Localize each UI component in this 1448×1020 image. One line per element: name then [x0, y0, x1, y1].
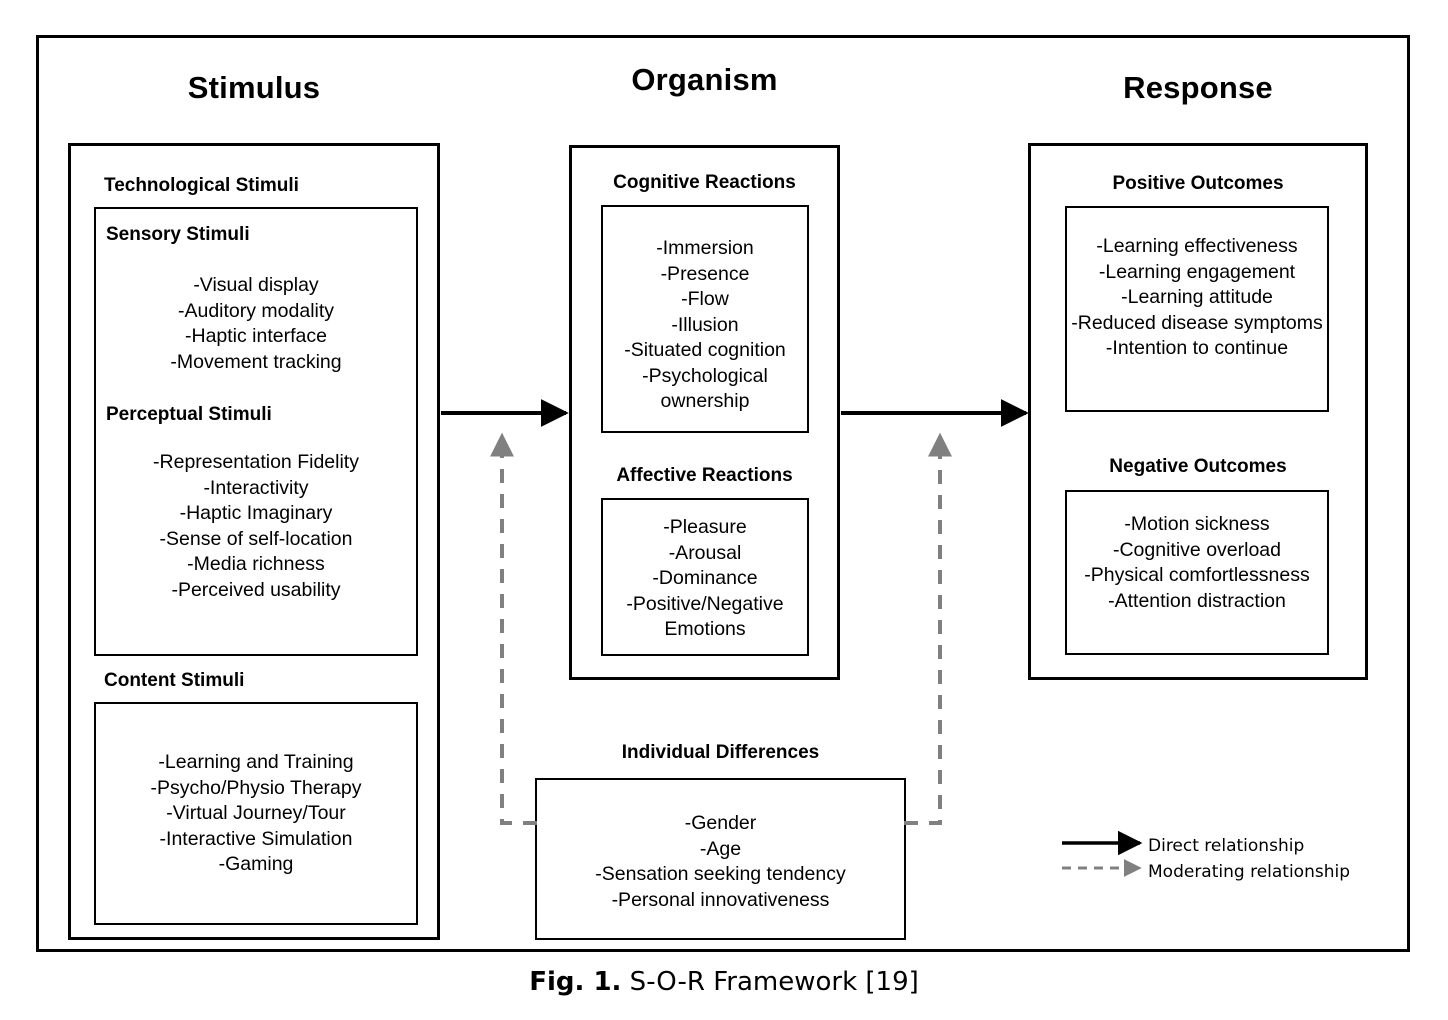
column-title-organism: Organism — [631, 62, 778, 97]
column-title-stimulus: Stimulus — [187, 70, 321, 105]
group-title-cognitive-reactions: Cognitive Reactions — [613, 172, 796, 193]
cognitive-reactions-items: -Immersion -Presence -Flow -Illusion -Si… — [624, 237, 786, 412]
content-stimuli-box — [94, 702, 418, 925]
group-title-affective-reactions: Affective Reactions — [616, 465, 793, 486]
individual-differences-box — [535, 778, 906, 940]
column-title-response: Response — [1123, 70, 1273, 105]
subgroup-title-sensory-stimuli: Sensory Stimuli — [106, 224, 250, 245]
group-title-individual-differences: Individual Differences — [621, 742, 820, 763]
legend-label-direct: Direct relationship — [1148, 836, 1305, 856]
sensory-stimuli-items: -Visual display -Auditory modality -Hapt… — [170, 274, 342, 373]
technological-stimuli-box — [94, 207, 418, 656]
cognitive-reactions-box — [601, 205, 809, 433]
perceptual-stimuli-items: -Representation Fidelity -Interactivity … — [153, 451, 359, 601]
negative-outcomes-items: -Motion sickness -Cognitive overload -Ph… — [1084, 513, 1310, 612]
negative-outcomes-box — [1065, 490, 1329, 655]
content-stimuli-items: -Learning and Training -Psycho/Physio Th… — [150, 751, 362, 875]
group-title-positive-outcomes: Positive Outcomes — [1112, 173, 1284, 194]
figure-caption: Fig. 1. S-O-R Framework [19] — [0, 967, 1448, 997]
positive-outcomes-items: -Learning effectiveness -Learning engage… — [1071, 235, 1323, 359]
affective-reactions-box — [601, 498, 809, 656]
group-title-content-stimuli: Content Stimuli — [104, 670, 245, 691]
individual-differences-items: -Gender -Age -Sensation seeking tendency… — [595, 812, 846, 911]
group-title-technological-stimuli: Technological Stimuli — [104, 175, 299, 196]
affective-reactions-items: -Pleasure -Arousal -Dominance -Positive/… — [626, 516, 784, 640]
figure-caption-prefix: Fig. 1. — [529, 967, 622, 997]
legend-label-moderating: Moderating relationship — [1148, 862, 1351, 882]
subgroup-title-perceptual-stimuli: Perceptual Stimuli — [106, 404, 272, 425]
positive-outcomes-box — [1065, 206, 1329, 412]
figure-caption-text: S-O-R Framework [19] — [621, 967, 919, 997]
group-title-negative-outcomes: Negative Outcomes — [1109, 456, 1287, 477]
